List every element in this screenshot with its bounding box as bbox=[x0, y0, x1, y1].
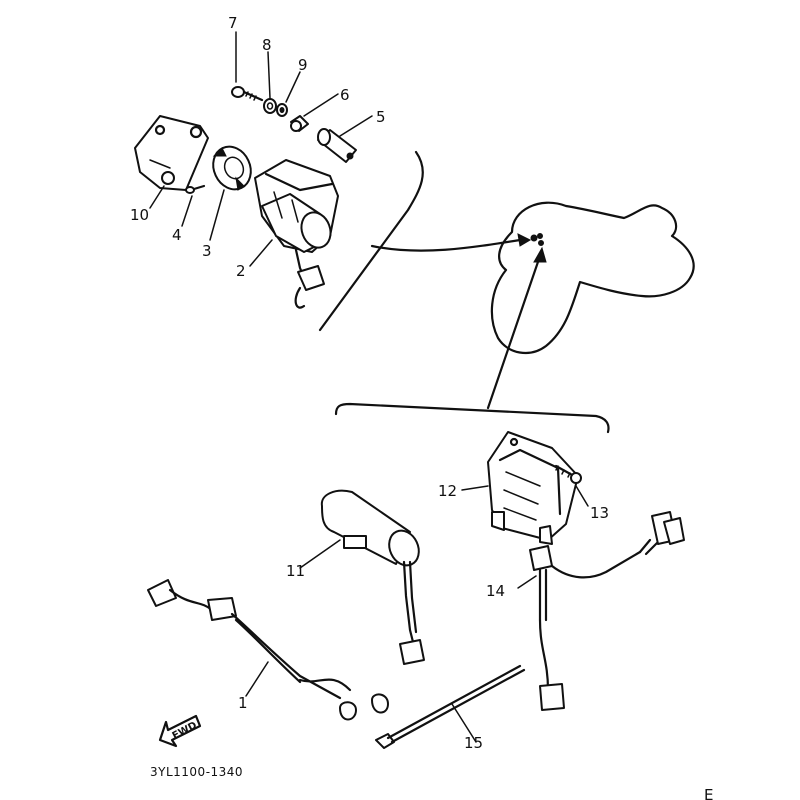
part-14-sub-harness[interactable] bbox=[529, 511, 685, 711]
part-2-main-switch[interactable] bbox=[254, 159, 339, 309]
callout-7: 7 bbox=[228, 14, 238, 32]
part-10-bracket[interactable] bbox=[134, 115, 209, 191]
callout-2: 2 bbox=[236, 262, 246, 280]
callout-13: 13 bbox=[590, 504, 609, 522]
motorcycle-silhouette bbox=[490, 201, 695, 355]
callout-6: 6 bbox=[340, 86, 350, 104]
callout-5: 5 bbox=[376, 108, 386, 126]
part-3-plate[interactable] bbox=[206, 140, 257, 195]
part-9-washer[interactable] bbox=[276, 103, 288, 117]
callout-11: 11 bbox=[286, 562, 305, 580]
part-15-cable-tie[interactable] bbox=[375, 664, 526, 749]
part-1-wire-harness[interactable] bbox=[147, 579, 389, 721]
leader-lower-to-bike bbox=[486, 254, 542, 410]
forward-direction-arrow: FWD bbox=[158, 714, 202, 748]
part-4-screw[interactable] bbox=[185, 184, 206, 194]
callout-8: 8 bbox=[262, 36, 272, 54]
part-6-collar[interactable] bbox=[290, 115, 309, 132]
main-switch-assembly bbox=[134, 86, 357, 309]
callout-12: 12 bbox=[438, 482, 457, 500]
callout-4: 4 bbox=[172, 226, 182, 244]
part-7-bolt[interactable] bbox=[231, 86, 264, 102]
callout-1: 1 bbox=[238, 694, 248, 712]
part-11-condenser[interactable] bbox=[320, 489, 425, 665]
drawing-code: 3YL1100-1340 bbox=[150, 765, 243, 779]
lower-group-bracket bbox=[334, 402, 610, 434]
callout-9: 9 bbox=[298, 56, 308, 74]
forward-label: FWD bbox=[171, 720, 199, 742]
leader-upper-to-bike bbox=[370, 238, 522, 252]
upper-group-bracket bbox=[318, 150, 424, 332]
part-12-regulator[interactable] bbox=[487, 431, 579, 545]
part-13-bolt[interactable] bbox=[554, 464, 582, 484]
callout-3: 3 bbox=[202, 242, 212, 260]
callout-10: 10 bbox=[130, 206, 149, 224]
callout-14: 14 bbox=[486, 582, 505, 600]
part-5-damper[interactable] bbox=[317, 128, 357, 163]
callout-leaders bbox=[149, 31, 589, 743]
corner-mark: E bbox=[704, 786, 713, 800]
callout-15: 15 bbox=[464, 734, 483, 752]
part-8-washer[interactable] bbox=[263, 98, 277, 114]
callout-numbers: 1 2 3 4 5 6 7 8 9 10 11 12 13 14 15 bbox=[130, 14, 609, 752]
